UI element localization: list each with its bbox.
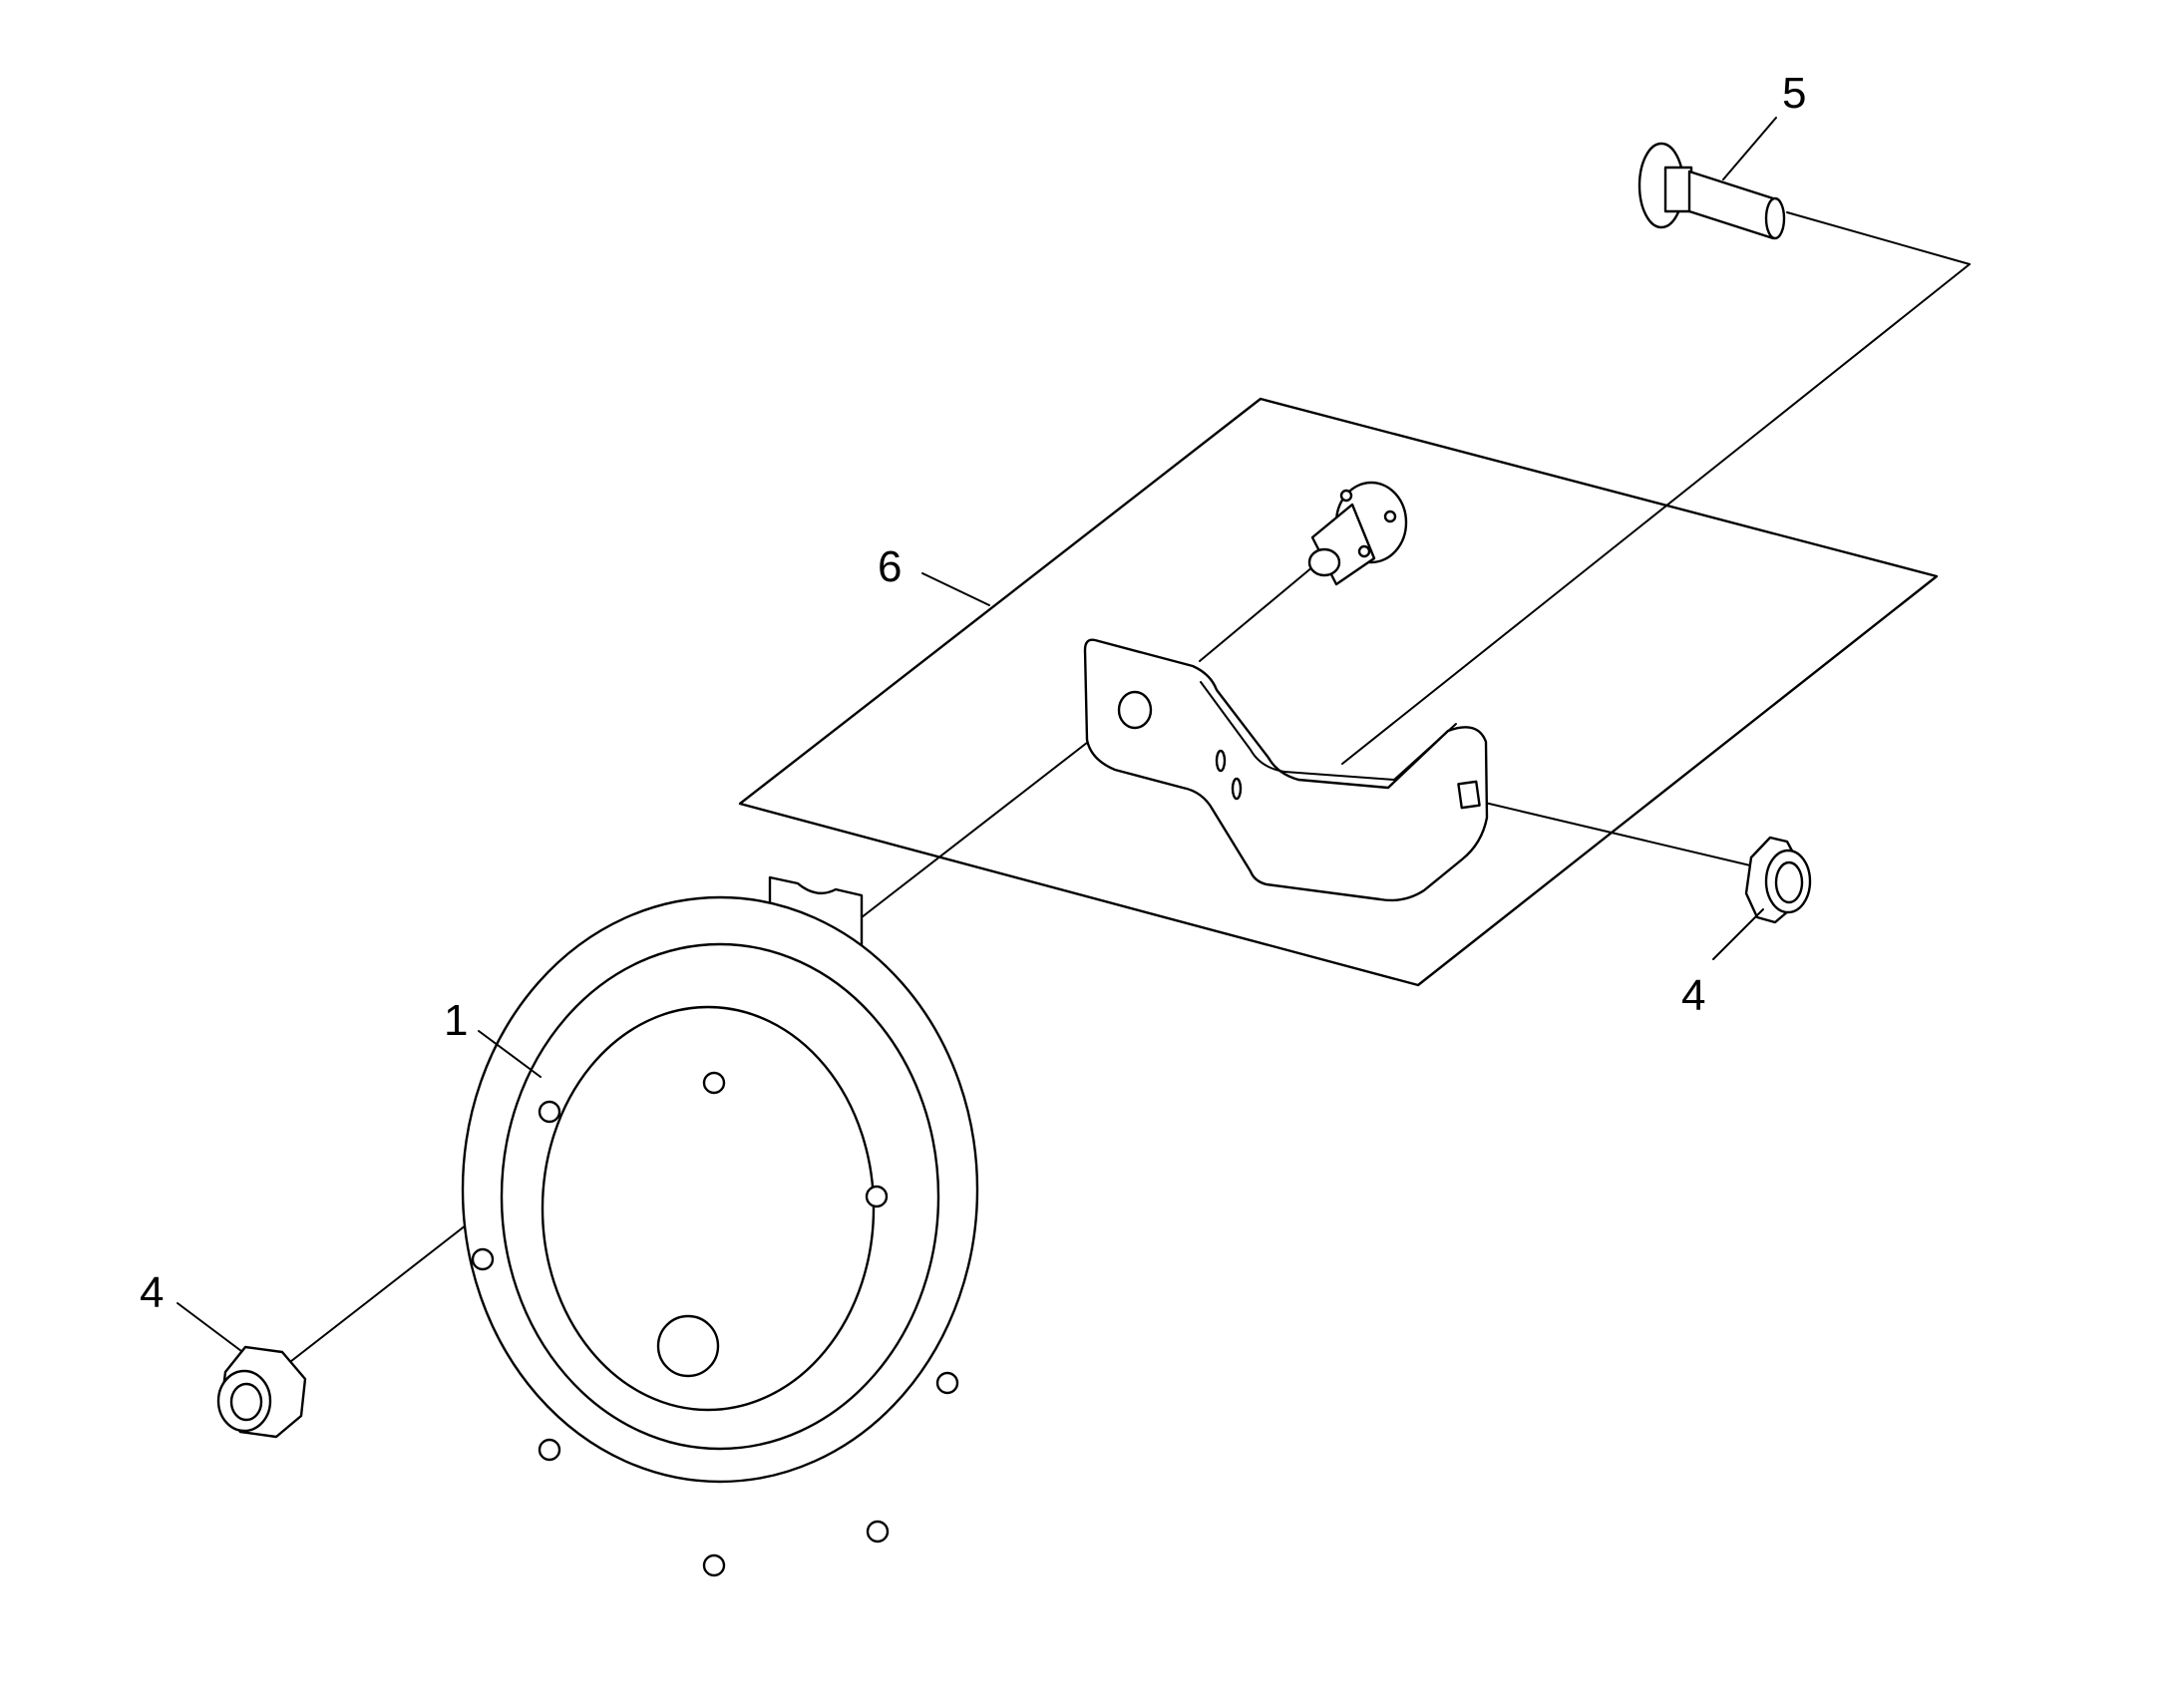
horn-outer-rim <box>461 895 979 1484</box>
carriage-bolt <box>1637 142 1786 240</box>
callout-4-left: 4 <box>140 1268 164 1317</box>
callout-6: 6 <box>878 542 902 591</box>
horn <box>461 875 979 1577</box>
bracket-slot-a <box>1215 749 1227 773</box>
callout-4-right: 4 <box>1681 971 1705 1020</box>
hex-lock-nut-left <box>216 1345 307 1439</box>
bolt-square-neck <box>1663 166 1693 213</box>
horn-rim-screws <box>471 1071 959 1577</box>
bracket <box>1083 638 1489 902</box>
bolt-shank <box>1687 170 1775 240</box>
stud <box>1307 481 1408 586</box>
stud-end <box>1307 547 1341 577</box>
bolt-end <box>1764 196 1786 240</box>
bracket-square-hole <box>1457 780 1481 810</box>
hex-lock-nut-right <box>1744 836 1812 924</box>
bracket-inner-bend <box>1200 681 1457 781</box>
bracket-body <box>1083 638 1489 902</box>
horn-diaphragm <box>541 1005 876 1412</box>
leader-lines <box>177 117 1777 1352</box>
bracket-round-hole <box>1117 690 1153 730</box>
assembly-6-outline <box>738 397 1939 987</box>
bracket-slot-b <box>1231 777 1243 801</box>
horn-inner-rim <box>500 942 940 1451</box>
callout-1: 1 <box>444 996 468 1045</box>
callout-5: 5 <box>1782 69 1806 118</box>
horn-center-boss <box>656 1314 720 1378</box>
